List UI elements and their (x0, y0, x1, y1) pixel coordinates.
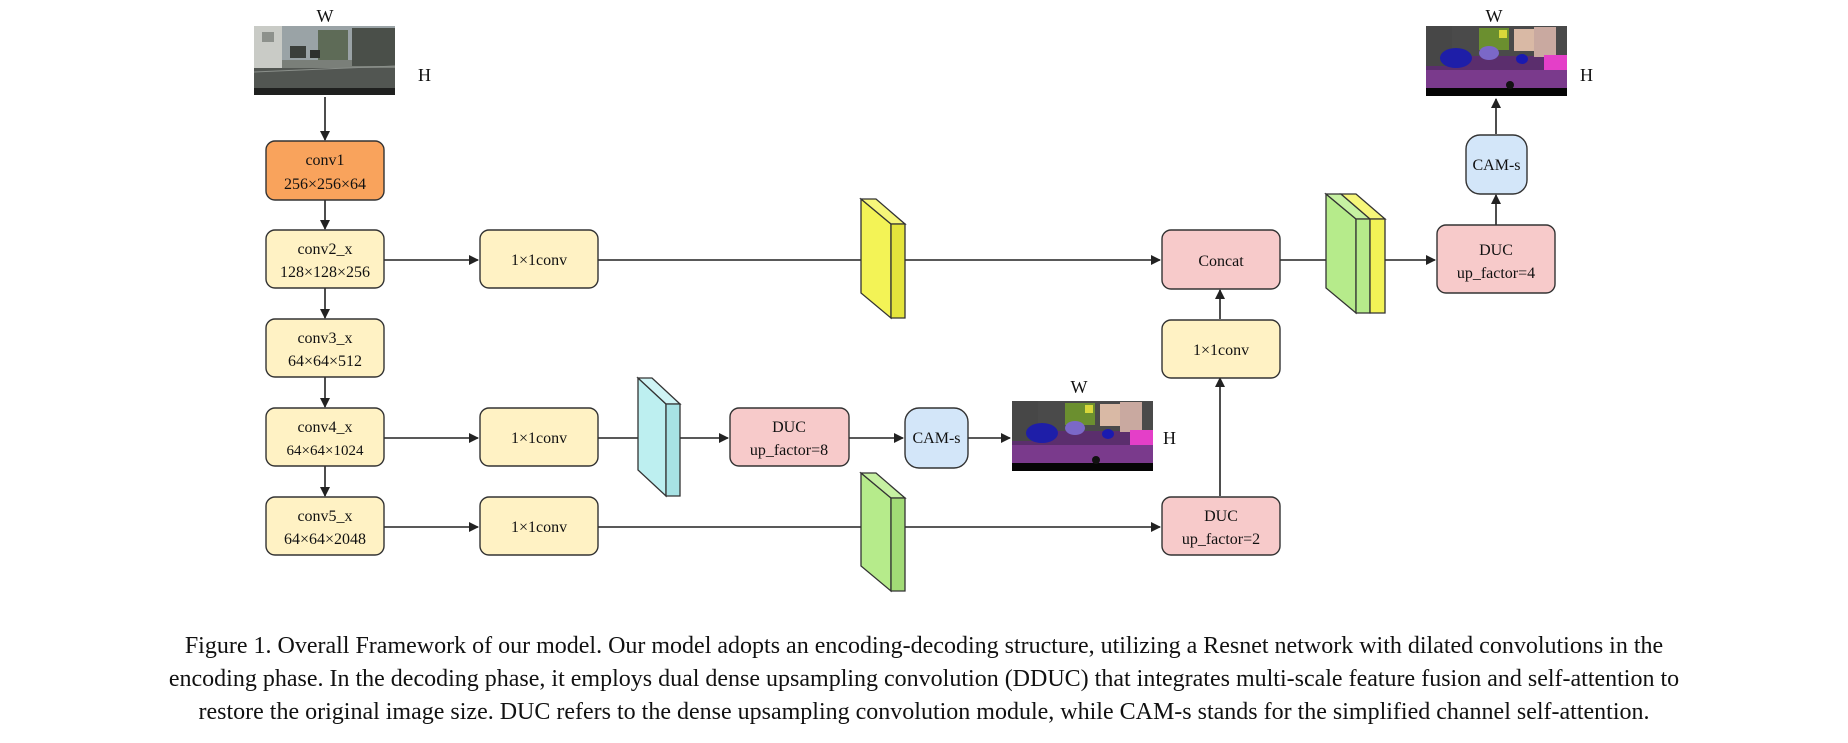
conv3-block: conv3_x 64×64×512 (265, 318, 385, 378)
duc4-factor: up_factor=4 (1457, 265, 1535, 282)
input-height-label: H (418, 65, 431, 85)
concat-block: Concat (1161, 229, 1281, 290)
input-image (253, 26, 396, 95)
conv1-dims: 256×256×64 (284, 176, 366, 193)
figure-caption: Figure 1. Overall Framework of our model… (0, 630, 1848, 729)
conv4-dims: 64×64×1024 (287, 443, 364, 459)
cyan-feature-map (636, 376, 682, 498)
conv5-dims: 64×64×2048 (284, 531, 366, 548)
caption-line-1: Figure 1. Overall Framework of our model… (184, 633, 1664, 659)
conv1x1-decoder-block: 1×1conv (1161, 319, 1281, 379)
yellow-feature-map (859, 197, 907, 320)
conv5-block: conv5_x 64×64×2048 (265, 496, 385, 556)
conv1x1-row5-block: 1×1conv (479, 496, 599, 556)
duc-upfactor8-block: DUC up_factor=8 (729, 407, 850, 467)
caption-line-3: restore the original image size. DUC ref… (198, 699, 1650, 725)
duc4-name: DUC (1479, 242, 1513, 259)
output-height-label: H (1580, 65, 1593, 85)
conv4-name: conv4_x (297, 419, 352, 436)
output-width-label: W (1486, 6, 1503, 26)
green-feature-map (859, 471, 907, 593)
cam-s-top-block: CAM-s (1465, 134, 1528, 195)
conv2-name: conv2_x (297, 241, 352, 258)
conv1-block: conv1 256×256×64 (265, 140, 385, 201)
conv1-name: conv1 (305, 152, 344, 169)
final-segmentation-image (1426, 26, 1567, 96)
duc-upfactor2-block: DUC up_factor=2 (1161, 496, 1281, 556)
concat-feature-stack (1324, 192, 1387, 315)
input-width-label: W (317, 6, 334, 26)
caption-line-2: encoding phase. In the decoding phase, i… (168, 666, 1680, 692)
concat-label: Concat (1198, 253, 1244, 270)
conv5-name: conv5_x (297, 508, 352, 525)
conv1x1-row5-label: 1×1conv (511, 519, 567, 536)
conv1x1-row2-label: 1×1conv (511, 252, 567, 269)
duc8-factor: up_factor=8 (750, 442, 828, 459)
conv1x1-decoder-label: 1×1conv (1193, 342, 1249, 359)
connections (320, 97, 1501, 532)
conv2-block: conv2_x 128×128×256 (265, 229, 385, 289)
intermediate-segmentation-image (1012, 401, 1153, 471)
cam-s-middle-label: CAM-s (912, 430, 960, 447)
cam-s-top-label: CAM-s (1472, 157, 1520, 174)
conv3-name: conv3_x (297, 330, 352, 347)
duc2-factor: up_factor=2 (1182, 531, 1260, 548)
mid-width-label: W (1071, 377, 1088, 397)
conv4-block: conv4_x 64×64×1024 (265, 407, 385, 467)
conv1x1-row4-block: 1×1conv (479, 407, 599, 467)
conv1x1-row4-label: 1×1conv (511, 430, 567, 447)
conv1x1-row2-block: 1×1conv (479, 229, 599, 289)
duc2-name: DUC (1204, 508, 1238, 525)
conv2-dims: 128×128×256 (280, 264, 370, 281)
framework-diagram: W H conv1 256×256×64 conv2_x 128×128×256… (253, 6, 1593, 593)
conv3-dims: 64×64×512 (288, 353, 362, 370)
duc-upfactor4-block: DUC up_factor=4 (1436, 224, 1556, 294)
duc8-name: DUC (772, 419, 806, 436)
cam-s-middle-block: CAM-s (904, 407, 969, 469)
mid-height-label: H (1163, 428, 1176, 448)
